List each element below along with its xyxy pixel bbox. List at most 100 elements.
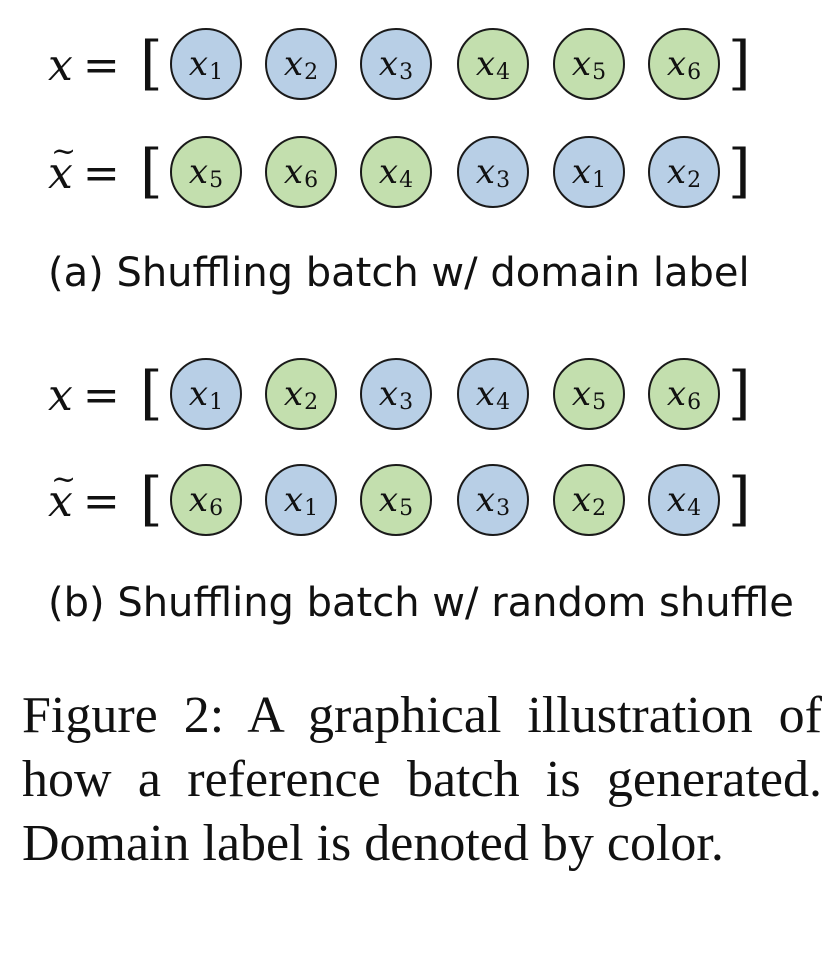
equals-sign: = (82, 370, 120, 421)
sample-variable: x (666, 44, 687, 84)
sample-variable: x (571, 44, 592, 84)
sample-index: 2 (304, 389, 319, 415)
close-bracket: ] (728, 29, 751, 97)
sample-variable: x (571, 374, 592, 414)
sample-variable: x (378, 152, 399, 192)
open-bracket: [ (140, 137, 163, 205)
sample-variable: x (666, 374, 687, 414)
sample-index: 5 (592, 389, 607, 415)
equals-sign: = (82, 40, 120, 91)
sample-variable: x (475, 374, 496, 414)
sample-variable: x (188, 480, 209, 520)
sample-index: 6 (687, 389, 702, 415)
sample-variable: x (283, 152, 304, 192)
sample-index: 3 (496, 167, 511, 193)
shuffled-batch-label: x~= (48, 462, 130, 532)
close-bracket: ] (728, 465, 751, 533)
lhs-variable: x~ (48, 462, 76, 532)
sample-index: 6 (304, 167, 319, 193)
tilde-accent: ~ (51, 134, 77, 169)
sample-variable: x (666, 152, 687, 192)
sample-index: 2 (687, 167, 702, 193)
open-bracket: [ (140, 359, 163, 427)
sample-variable: x (283, 44, 304, 84)
lhs-variable: x (48, 40, 73, 91)
sample-index: 4 (496, 59, 511, 85)
sample-index: 5 (399, 495, 414, 521)
sample-variable: x (283, 480, 304, 520)
sample-variable: x (188, 374, 209, 414)
open-bracket: [ (140, 29, 163, 97)
sample-variable: x (666, 480, 687, 520)
subfigure-caption: (b) Shuffling batch w/ random shuffle (48, 580, 794, 626)
sample-index: 6 (687, 59, 702, 85)
sample-variable: x (188, 152, 209, 192)
sample-variable: x (378, 44, 399, 84)
sample-index: 5 (592, 59, 607, 85)
sample-variable: x (475, 152, 496, 192)
sample-index: 1 (209, 59, 224, 85)
open-bracket: [ (140, 465, 163, 533)
sample-variable: x (283, 374, 304, 414)
close-bracket: ] (728, 137, 751, 205)
sample-variable: x (378, 480, 399, 520)
sample-index: 4 (496, 389, 511, 415)
sample-variable: x (571, 480, 592, 520)
subfigure-caption: (a) Shuffling batch w/ domain label (48, 250, 750, 296)
equals-sign: = (82, 148, 120, 199)
sample-variable: x (475, 44, 496, 84)
sample-index: 1 (304, 495, 319, 521)
sample-index: 1 (209, 389, 224, 415)
sample-index: 2 (304, 59, 319, 85)
sample-index: 3 (496, 495, 511, 521)
sample-index: 3 (399, 59, 414, 85)
sample-index: 5 (209, 167, 224, 193)
sample-index: 4 (399, 167, 414, 193)
shuffled-batch-label: x~= (48, 134, 130, 204)
close-bracket: ] (728, 359, 751, 427)
lhs-variable: x (48, 370, 73, 421)
tilde-accent: ~ (51, 462, 77, 497)
sample-variable: x (571, 152, 592, 192)
equals-sign: = (82, 476, 120, 527)
sample-index: 2 (592, 495, 607, 521)
lhs-variable: x~ (48, 134, 76, 204)
batch-label: x= (48, 36, 130, 96)
sample-variable: x (188, 44, 209, 84)
sample-index: 3 (399, 389, 414, 415)
sample-index: 1 (592, 167, 607, 193)
sample-variable: x (475, 480, 496, 520)
figure-caption: Figure 2: A graphical illustration of ho… (22, 687, 822, 872)
batch-label: x= (48, 366, 130, 426)
sample-variable: x (378, 374, 399, 414)
sample-index: 4 (687, 495, 702, 521)
